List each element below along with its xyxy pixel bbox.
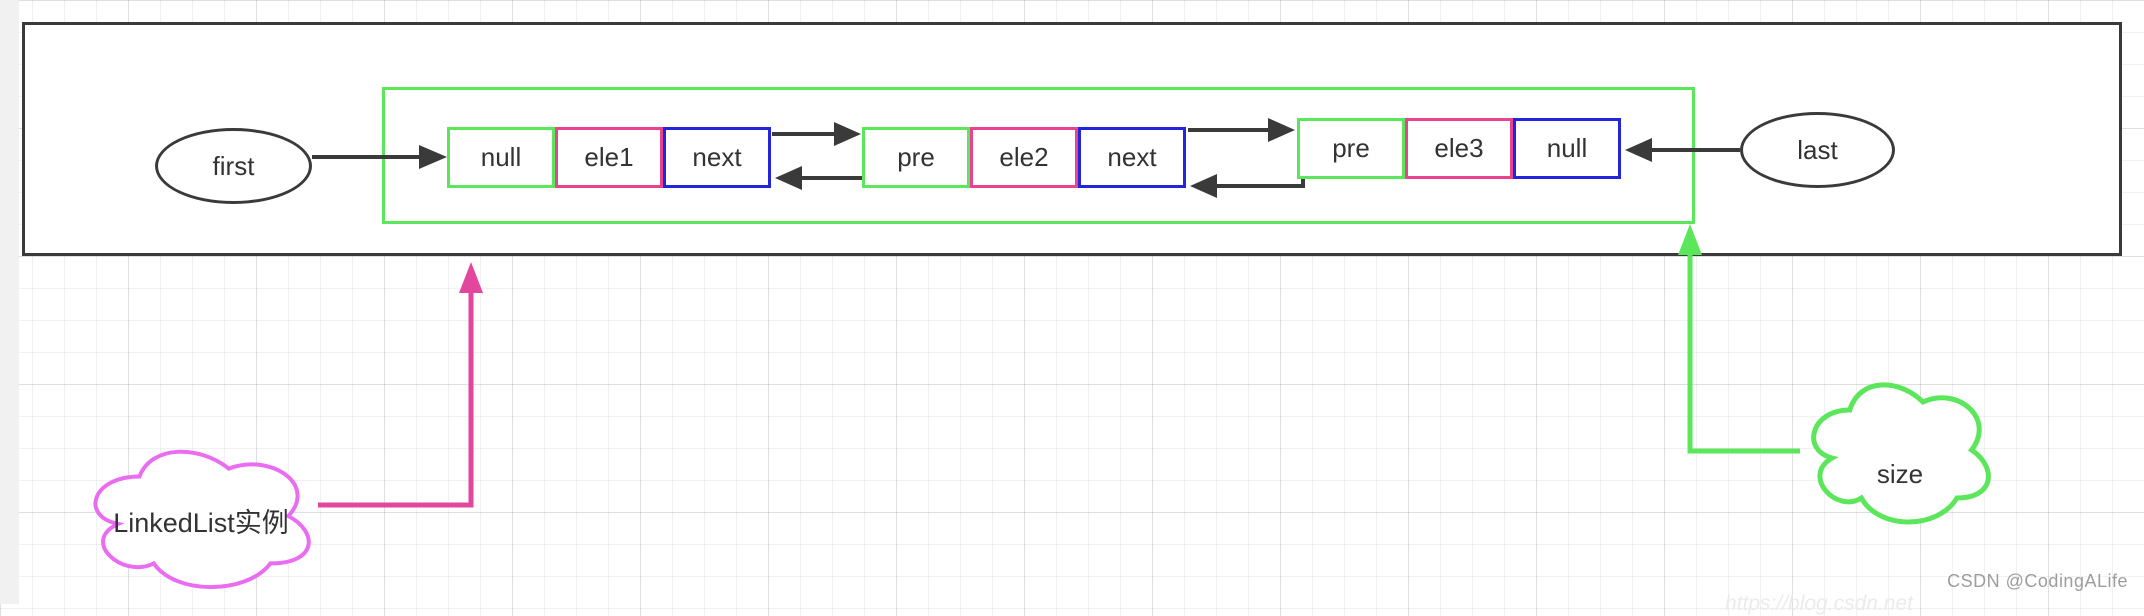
size-cloud bbox=[1811, 382, 1991, 525]
size-cloud-label: size bbox=[1876, 458, 1924, 489]
node3-element-cell: ele3 bbox=[1405, 118, 1513, 179]
node2-next-cell: next bbox=[1078, 127, 1186, 188]
first-pointer-label: first bbox=[212, 150, 255, 181]
list-node-2: pre ele2 next bbox=[862, 127, 1186, 188]
list-node-3: pre ele3 null bbox=[1297, 118, 1621, 179]
csdn-url-watermark: https://blog.csdn.net bbox=[1725, 592, 1913, 615]
size-annotation-arrow bbox=[1678, 224, 1800, 454]
node2-element-cell: ele2 bbox=[970, 127, 1078, 188]
csdn-watermark: CSDN @CodingALife bbox=[1947, 571, 2128, 591]
node2-prev-cell: pre bbox=[862, 127, 970, 188]
node1-prev-cell: null bbox=[447, 127, 555, 188]
node1-element-cell: ele1 bbox=[555, 127, 663, 188]
first-pointer-oval: first bbox=[155, 128, 312, 204]
last-pointer-oval: last bbox=[1740, 112, 1895, 188]
instance-annotation-arrow bbox=[318, 262, 483, 508]
arrowhead-up-icon bbox=[459, 262, 483, 293]
node3-next-cell: null bbox=[1513, 118, 1621, 179]
instance-cloud-label: LinkedList实例 bbox=[113, 507, 289, 538]
canvas-left-margin bbox=[0, 0, 19, 604]
last-pointer-label: last bbox=[1797, 134, 1838, 165]
node3-prev-cell: pre bbox=[1297, 118, 1405, 179]
node1-next-cell: next bbox=[663, 127, 771, 188]
list-node-1: null ele1 next bbox=[447, 127, 771, 188]
